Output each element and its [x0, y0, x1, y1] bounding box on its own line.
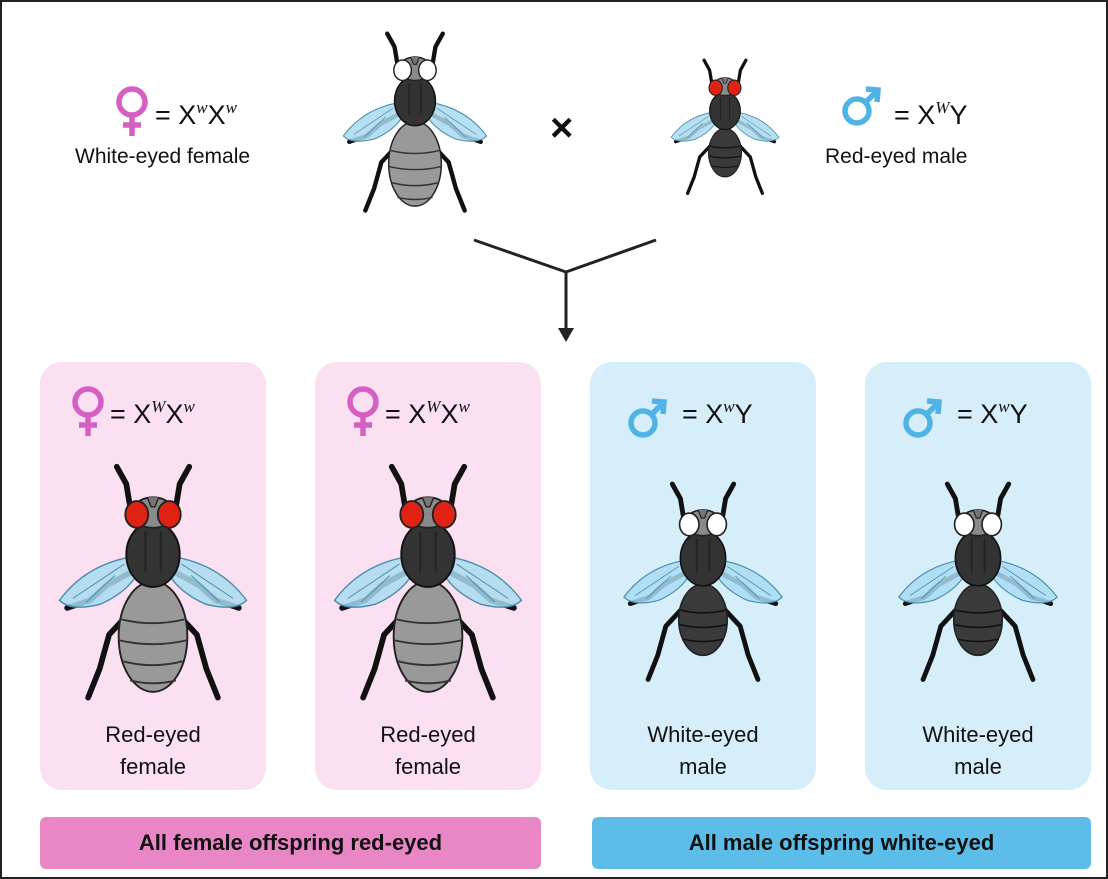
red-eye-icon	[125, 501, 148, 528]
cross-arrow	[2, 2, 1106, 362]
male-summary-bar: All male offspring white-eyed	[592, 817, 1091, 869]
white-eye-icon	[955, 513, 974, 536]
fly-offspring-white-male	[895, 480, 1061, 690]
red-eye-icon	[400, 501, 423, 528]
male-symbol-icon	[626, 392, 676, 442]
female-symbol-icon	[68, 388, 108, 448]
fly-offspring-red-female	[48, 462, 258, 710]
offspring-genotype: = XWXw	[385, 399, 470, 430]
offspring-genotype: = XwY	[682, 399, 753, 430]
male-symbol-icon	[901, 392, 951, 442]
offspring-genotype: = XwY	[957, 399, 1028, 430]
female-symbol-icon	[343, 388, 383, 448]
fly-offspring-white-male	[620, 480, 786, 690]
female-summary-bar: All female offspring red-eyed	[40, 817, 541, 869]
white-eye-icon	[680, 513, 699, 536]
fly-offspring-red-female	[323, 462, 533, 710]
offspring-genotype: = XWXw	[110, 399, 195, 430]
